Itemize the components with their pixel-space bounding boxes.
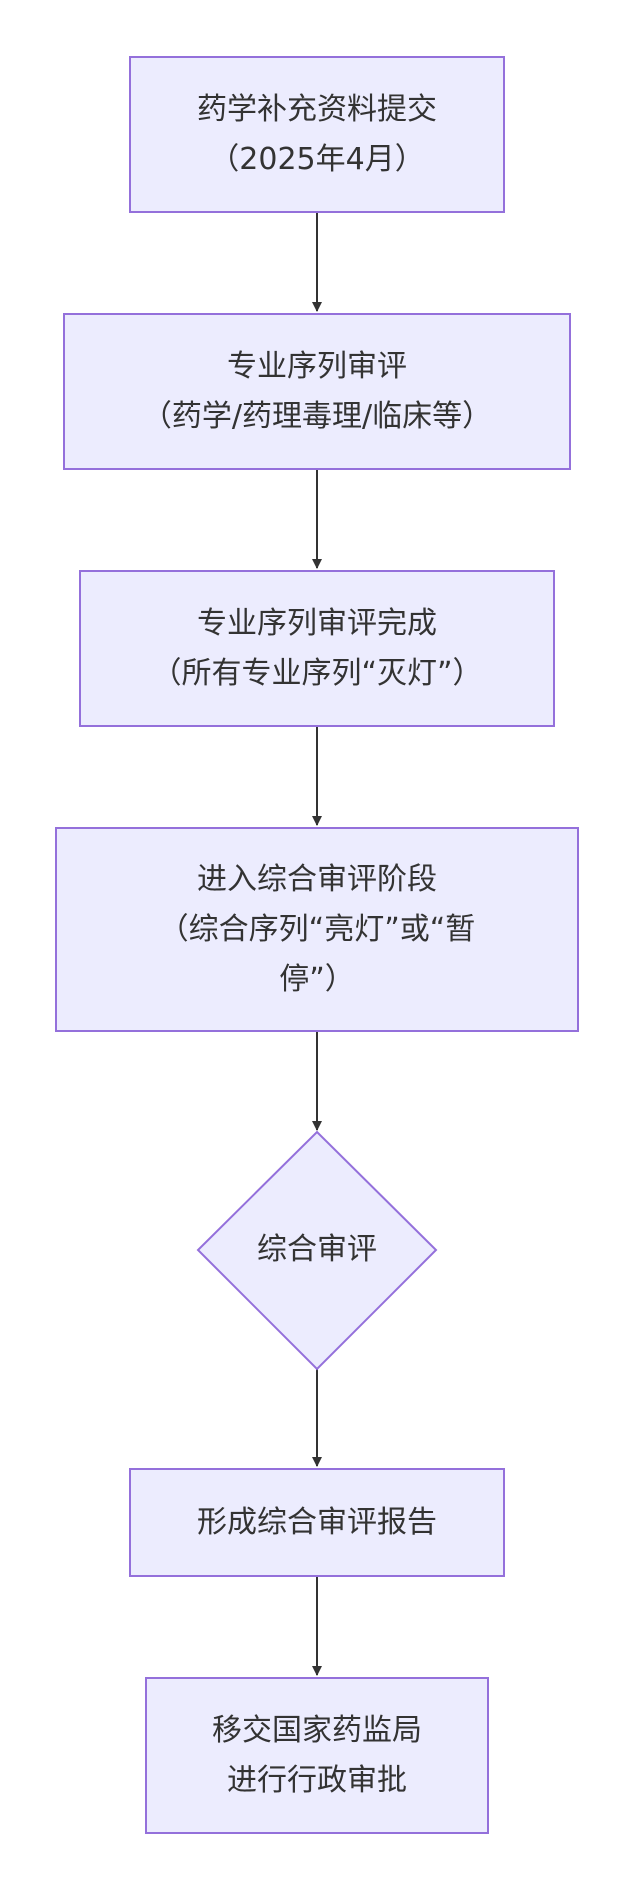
node-professional-review-complete: 专业序列审评完成 （所有专业序列“灭灯”） (79, 570, 555, 727)
node-comprehensive-review-decision: 综合审评 (198, 1200, 436, 1300)
node-transfer-nmpa: 移交国家药监局 进行行政审批 (145, 1677, 489, 1834)
node-label-line: 综合审评 (257, 1232, 377, 1267)
node-label-line: 移交国家药监局 (212, 1712, 422, 1748)
node-label-line: 进入综合审评阶段 (197, 861, 437, 897)
node-professional-review: 专业序列审评 （药学/药理毒理/临床等） (63, 313, 571, 470)
decision-diamond (196, 1130, 438, 1371)
node-professional-review-text: 专业序列审评 （药学/药理毒理/临床等） (65, 342, 569, 442)
node-comprehensive-report-text: 形成综合审评报告 (131, 1498, 503, 1548)
node-label-line: 专业序列审评完成 (197, 605, 437, 641)
node-supplement-submission-text: 药学补充资料提交 （2025年4月） (131, 85, 503, 185)
node-comprehensive-review-stage: 进入综合审评阶段 （综合序列“亮灯”或“暂 停”） (55, 827, 579, 1032)
node-label-line: 形成综合审评报告 (197, 1504, 437, 1540)
node-transfer-nmpa-text: 移交国家药监局 进行行政审批 (147, 1706, 487, 1806)
node-label-line: （药学/药理毒理/临床等） (141, 398, 493, 434)
node-label-line: 药学补充资料提交 (197, 91, 437, 127)
node-professional-review-complete-text: 专业序列审评完成 （所有专业序列“灭灯”） (81, 599, 553, 699)
node-supplement-submission: 药学补充资料提交 （2025年4月） (129, 56, 505, 213)
node-label-line: 停”） (279, 961, 355, 997)
node-label-line: 进行行政审批 (227, 1762, 407, 1798)
node-label-line: （所有专业序列“灭灯”） (151, 655, 483, 691)
node-label-line: 专业序列审评 (227, 348, 407, 384)
node-label-line: （综合序列“亮灯”或“暂 (158, 911, 476, 947)
node-comprehensive-review-stage-text: 进入综合审评阶段 （综合序列“亮灯”或“暂 停”） (57, 855, 577, 1005)
node-comprehensive-report: 形成综合审评报告 (129, 1468, 505, 1577)
node-label-line: （2025年4月） (209, 141, 425, 177)
